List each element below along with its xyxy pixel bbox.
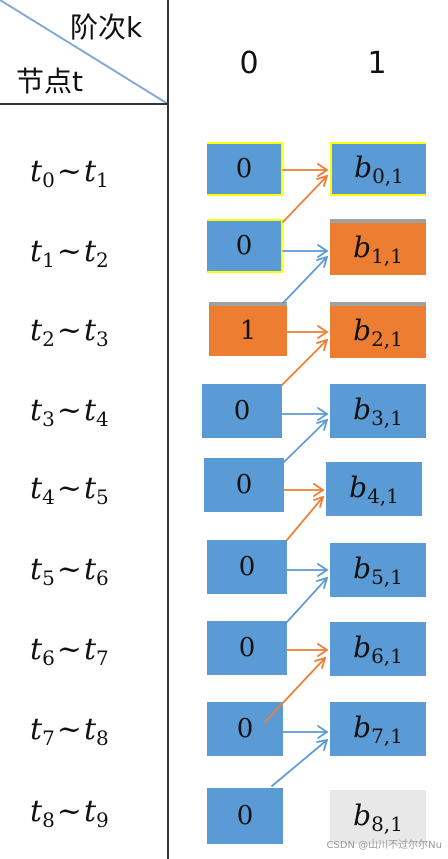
basis-degree0-box: 0	[207, 621, 287, 675]
order-axis-label: 阶次k	[70, 11, 143, 44]
basis-degree1-box: b5,1	[330, 543, 426, 597]
arrow-straight	[281, 407, 329, 421]
arrow-straight	[286, 325, 329, 339]
row-label: t6~t7	[30, 632, 109, 670]
arrow-straight	[286, 643, 329, 657]
basis-degree0-box: 0	[204, 458, 284, 512]
basis-degree1-box: b1,1	[330, 219, 426, 275]
watermark: CSDN @山川不过尔尔Nu	[326, 840, 442, 851]
node-axis-label: 节点t	[16, 65, 83, 98]
arrow-straight	[282, 163, 329, 177]
basis-degree0-box: 0	[207, 540, 287, 594]
basis-degree0-box: 0	[207, 702, 283, 756]
basis-degree0-box: 1	[209, 302, 287, 356]
arrow-straight	[282, 725, 329, 739]
basis-degree1-box: b3,1	[330, 384, 426, 438]
column-header-1: 1	[367, 46, 387, 81]
arrow-diagonal	[283, 418, 329, 463]
arrow-diagonal	[271, 738, 329, 787]
basis-degree1-box: b8,1	[330, 790, 426, 844]
arrow-diagonal	[286, 576, 329, 623]
basis-degree1-box: b2,1	[330, 302, 426, 358]
arrow-diagonal	[282, 255, 329, 304]
row-label: t5~t6	[30, 552, 109, 590]
row-label: t2~t3	[30, 313, 109, 351]
row-label: t0~t1	[30, 154, 109, 192]
basis-degree0-box: 0	[207, 219, 283, 273]
arrow-straight	[282, 244, 329, 258]
row-label: t1~t2	[30, 234, 109, 272]
arrow-diagonal	[264, 656, 327, 723]
basis-degree0-box: 0	[207, 142, 283, 196]
basis-degree1-box: b4,1	[326, 462, 422, 516]
basis-degree1-box: b7,1	[330, 702, 426, 756]
row-label: t4~t5	[30, 471, 109, 509]
column-header-0: 0	[239, 46, 259, 81]
basis-degree1-box: b0,1	[330, 142, 426, 196]
arrow-diagonal	[282, 174, 329, 223]
arrow-diagonal	[281, 338, 329, 386]
row-label: t8~t9	[30, 794, 109, 832]
row-label: t3~t4	[30, 393, 109, 431]
arrow-straight	[286, 563, 329, 577]
arrow-diagonal	[286, 495, 325, 541]
arrow-straight	[283, 483, 325, 497]
basis-degree1-box: b6,1	[330, 622, 426, 676]
basis-degree0-box: 0	[202, 384, 282, 438]
basis-degree0-box: 0	[207, 788, 283, 844]
row-label: t7~t8	[30, 712, 109, 750]
